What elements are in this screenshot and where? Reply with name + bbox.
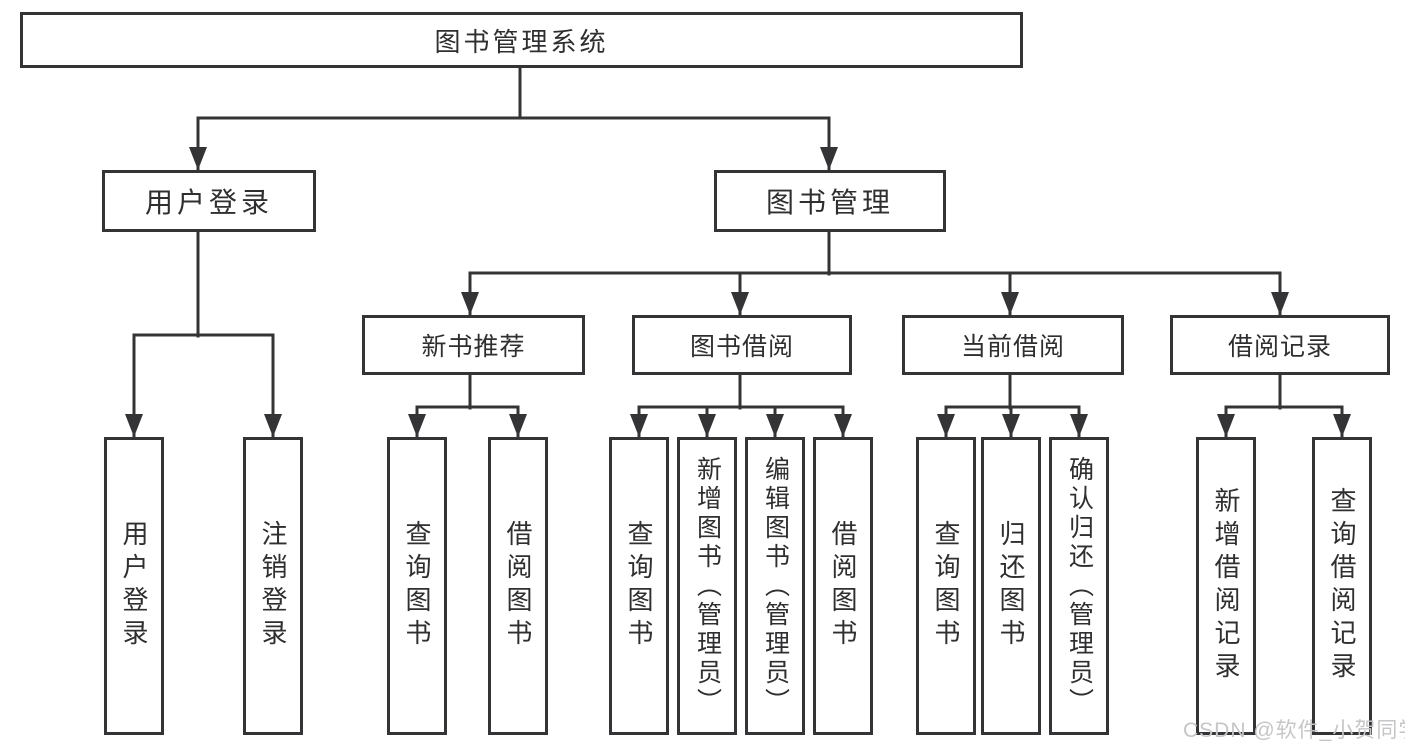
leaf-borrow-books-2: 借阅图书 bbox=[813, 437, 873, 735]
leaf-query-books-2: 查询图书 bbox=[609, 437, 669, 735]
leaf-query-books-3: 查询图书 bbox=[916, 437, 976, 735]
leaf-return-books: 归还图书 bbox=[981, 437, 1041, 735]
csdn-watermark: CSDN @软件_小贺同学 bbox=[1183, 719, 1405, 742]
node-user-login: 用户登录 bbox=[102, 170, 316, 232]
node-borrowing-records: 借阅记录 bbox=[1170, 315, 1390, 375]
node-current-borrowing: 当前借阅 bbox=[902, 315, 1124, 375]
node-book-management-system: 图书管理系统 bbox=[20, 12, 1023, 68]
node-book-management: 图书管理 bbox=[714, 170, 946, 232]
leaf-user-login: 用户登录 bbox=[104, 437, 164, 735]
leaf-logout: 注销登录 bbox=[243, 437, 303, 735]
node-new-book-recommend: 新书推荐 bbox=[362, 315, 585, 375]
leaf-query-borrow-record: 查询借阅记录 bbox=[1312, 437, 1372, 735]
leaf-add-books-admin: 新增图书（管理员） bbox=[677, 437, 737, 735]
node-book-borrowing: 图书借阅 bbox=[632, 315, 852, 375]
leaf-edit-books-admin: 编辑图书（管理员） bbox=[745, 437, 805, 735]
leaf-add-borrow-record: 新增借阅记录 bbox=[1196, 437, 1256, 735]
leaf-borrow-books-1: 借阅图书 bbox=[488, 437, 548, 735]
leaf-confirm-return-admin: 确认归还（管理员） bbox=[1049, 437, 1109, 735]
leaf-query-books-1: 查询图书 bbox=[387, 437, 447, 735]
